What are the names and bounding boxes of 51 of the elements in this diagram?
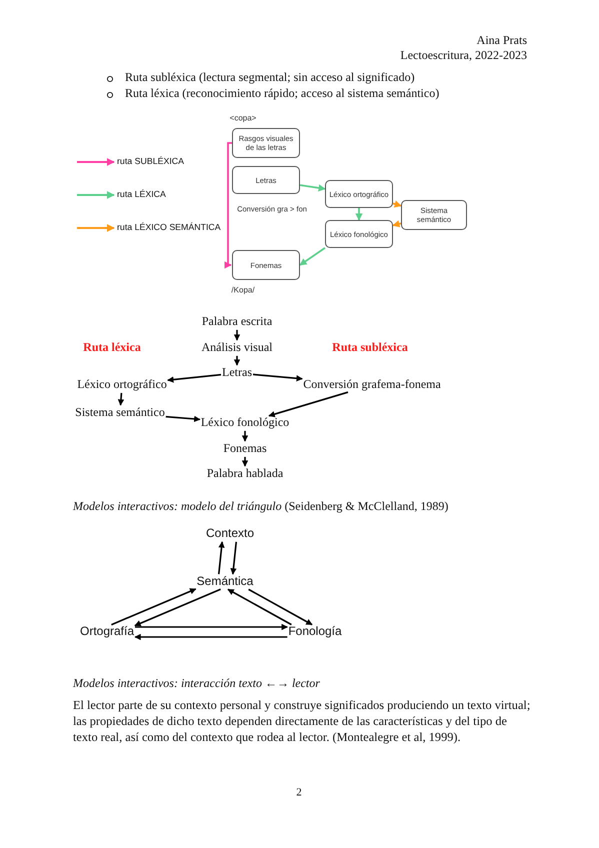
arrow [248,588,313,626]
arrow [230,542,238,575]
header-text: Lectoescritura, 2022-2023 [400,49,527,63]
node-text: Contexto [206,527,254,541]
arrow [134,634,288,640]
arrow [234,356,240,366]
paragraph: El lector parte de su contexto personal y construye significados produciendo un texto virtual; las propiedades de dicho texto dependen directamente de las características y del tipo de texto real, así como del contexto que rodea al lector. (Montealegre et al, 1999). [73,698,531,746]
node-text: Letras [222,366,252,380]
bullet-item: Ruta léxica (reconocimiento rápido; acceso al sistema semántico) [125,87,440,101]
figure-caption: Modelos interactivos: interacción texto ←→ lector [73,677,320,691]
figure-caption: Modelos interactivos: modelo del triángulo (Seidenberg & McClelland, 1989) [73,500,448,514]
node-text: Sistema semántico [75,406,165,420]
arrow [300,184,326,192]
arrow [167,374,222,383]
page-number: 2 [296,786,302,800]
node-text: Análisis visual [202,341,272,355]
arrow [242,430,248,442]
arrow [118,392,124,406]
arrow [392,200,402,208]
legend-text: ruta SUBLÉXICA [117,156,184,166]
node-text: Léxico ortográfico [77,378,167,392]
arrow [299,247,326,266]
arrow [166,416,200,422]
arrow [242,456,248,467]
arrow [111,588,196,626]
arrow [224,142,232,269]
arrow [218,541,225,574]
word-label: /Kopa/ [231,285,255,295]
legend-text: ruta LÉXICO SEMÁNTICA [117,222,221,232]
arrow [392,220,402,228]
node-text: Léxico fonológico [200,416,290,430]
word-label: <copa> [230,113,256,123]
node-text: Ortografía [80,625,134,639]
node-text: Palabra escrita [202,315,272,329]
header-text: Aina Prats [476,34,527,48]
arrow [268,391,348,418]
arrow [227,588,292,626]
arrow [252,374,303,382]
node-text: Fonemas [223,442,267,456]
node-text: Palabra hablada [206,467,284,481]
node-text: Semántica [196,575,254,589]
arrow [134,588,221,626]
arrow [135,624,288,630]
bullet-item: Ruta subléxica (lectura segmental; sin acceso al significado) [125,71,415,85]
node-text: Fonología [288,625,342,639]
route-label: Ruta léxica [83,341,141,355]
arrow [355,208,363,221]
arrow [234,330,240,341]
legend-text: ruta LÉXICA [117,189,166,200]
node-text: Conversión grafema-fonema [303,378,441,392]
route-label: Ruta subléxica [332,341,408,355]
